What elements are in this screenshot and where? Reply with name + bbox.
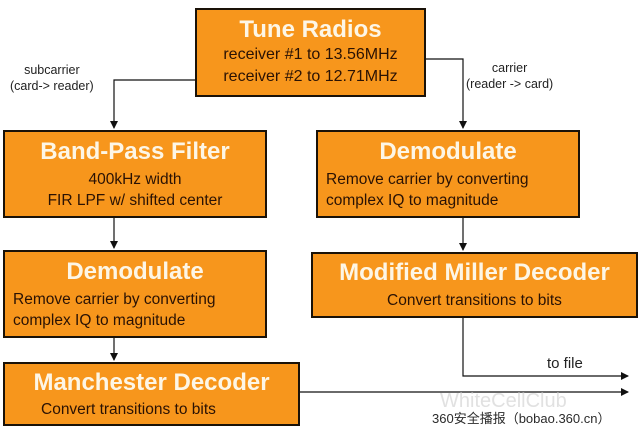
left-demod-line-1: Remove carrier by converting: [13, 291, 216, 308]
left-demodulate-box: Demodulate Remove carrier by converting …: [3, 250, 267, 338]
modified-miller-decoder-box: Modified Miller Decoder Convert transiti…: [311, 252, 638, 318]
tune-radios-box: Tune Radios receiver #1 to 13.56MHz rece…: [195, 8, 426, 97]
manchester-decoder-box: Manchester Decoder Convert transitions t…: [3, 362, 300, 426]
right-demod-title: Demodulate: [379, 138, 517, 165]
arrow-miller-to-file: [462, 318, 629, 380]
subcarrier-arrow: [110, 79, 195, 129]
bandpass-line-1: 400kHz width: [88, 171, 182, 188]
right-demod-line-2: complex IQ to magnitude: [326, 192, 499, 209]
bandpass-filter-box: Band-Pass Filter 400kHz width FIR LPF w/…: [3, 130, 267, 218]
miller-title: Modified Miller Decoder: [339, 259, 610, 286]
bandpass-title: Band-Pass Filter: [40, 138, 230, 165]
left-demod-line-2: complex IQ to magnitude: [13, 312, 186, 329]
right-demod-line-1: Remove carrier by converting: [326, 171, 529, 188]
miller-line-1: Convert transitions to bits: [387, 292, 562, 309]
right-demodulate-box: Demodulate Remove carrier by converting …: [316, 130, 580, 218]
receiver-2-line: receiver #2 to 12.71MHz: [223, 68, 398, 85]
manchester-line-1: Convert transitions to bits: [41, 401, 216, 418]
carrier-label: carrier (reader -> card): [466, 61, 554, 91]
carrier-arrow: [426, 58, 467, 129]
subcarrier-label: subcarrier (card-> reader): [10, 63, 94, 93]
left-demod-title: Demodulate: [66, 258, 204, 285]
bandpass-line-2: FIR LPF w/ shifted center: [47, 192, 223, 209]
tune-radios-title: Tune Radios: [239, 16, 382, 43]
receiver-1-line: receiver #1 to 13.56MHz: [223, 46, 398, 63]
watermark-brand: WhiteCellClub: [440, 390, 567, 412]
to-file-label: to file: [547, 355, 583, 372]
manchester-title: Manchester Decoder: [33, 369, 270, 396]
watermark-source: 360安全播报（bobao.360.cn）: [432, 411, 611, 426]
